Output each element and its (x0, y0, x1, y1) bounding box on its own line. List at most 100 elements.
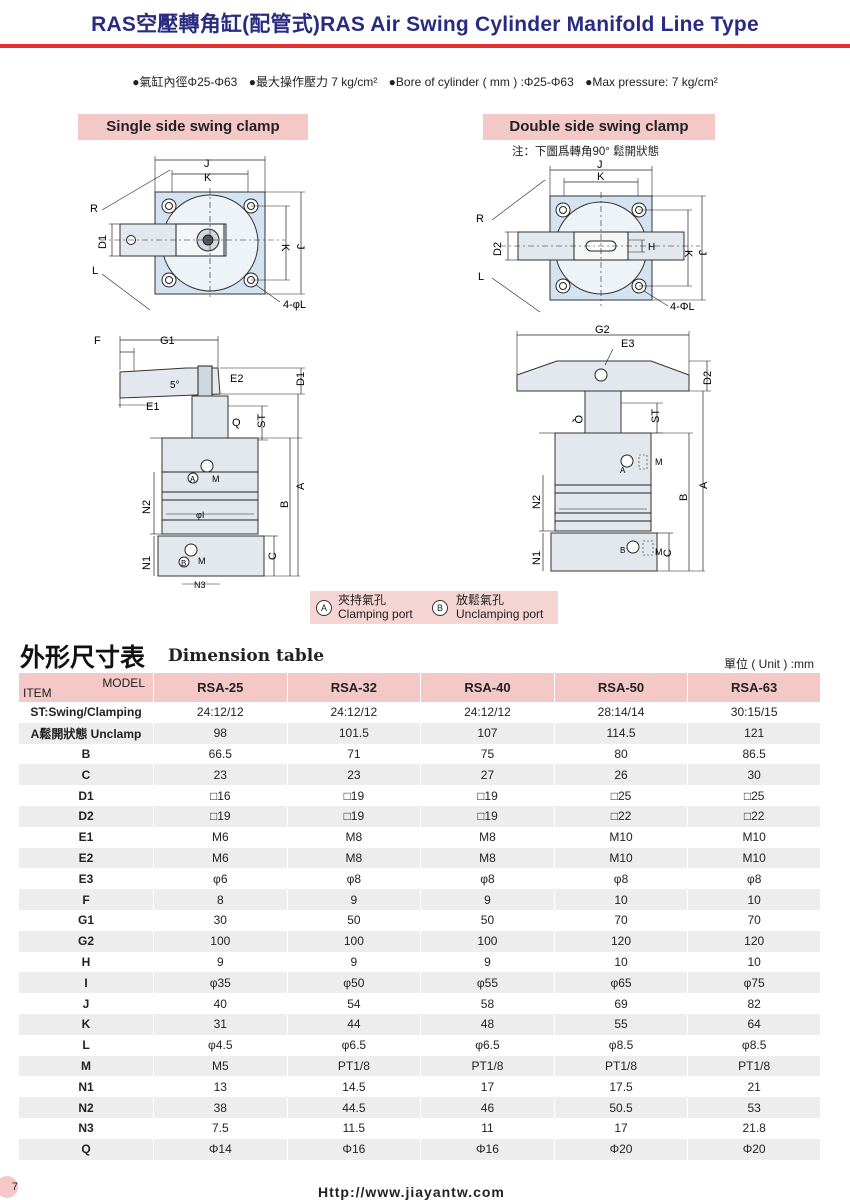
table-cell: 10 (553, 951, 688, 973)
dim-d1-label: D1 (97, 235, 109, 249)
model-column-header: RSA-63 (687, 673, 820, 702)
table-cell: φ8 (286, 868, 421, 890)
table-cell: PT1/8 (286, 1055, 421, 1077)
table-cell: 98 (153, 722, 288, 744)
table-cell: 9 (420, 951, 555, 973)
table-cell: 70 (553, 909, 688, 931)
model-column-header: RSA-50 (553, 673, 688, 702)
row-item-label: A鬆開狀態 Unclamp (18, 722, 154, 744)
table-cell: 40 (153, 993, 288, 1014)
port-a-label: A (620, 466, 626, 475)
dim-b-label: B (279, 501, 291, 508)
unclamping-port-symbol: B (432, 600, 448, 616)
table-cell: M10 (553, 826, 688, 848)
row-item-label: N3 (18, 1117, 154, 1139)
dim-a-label: A (698, 481, 710, 489)
table-cell: 17 (420, 1076, 555, 1098)
table-cell: φ55 (420, 972, 555, 994)
table-cell: M10 (687, 847, 820, 869)
row-item-label: C (18, 764, 154, 786)
table-cell: □19 (420, 785, 555, 806)
row-item-label: D1 (18, 785, 154, 806)
dim-e1-label: E1 (146, 401, 159, 413)
port-m-label: M (655, 457, 663, 467)
dim-st-label: ST (650, 409, 662, 423)
unclamping-port-zh: 放鬆氣孔 (456, 593, 505, 607)
row-item-label: E3 (18, 868, 154, 890)
table-cell: φ75 (687, 972, 820, 994)
table-cell: Φ16 (286, 1138, 421, 1160)
dim-d2-label: D2 (702, 371, 714, 385)
website-url[interactable]: Http://www.jiayantw.com (318, 1184, 505, 1200)
table-cell: 71 (286, 743, 421, 765)
table-cell: 100 (420, 930, 555, 952)
unit-label: 單位 ( Unit ) :mm (724, 657, 814, 671)
table-cell: 10 (687, 951, 820, 973)
table-cell: 120 (553, 930, 688, 952)
table-cell: □25 (553, 785, 688, 806)
table-cell: 27 (420, 764, 555, 786)
port-m-label: M (212, 474, 220, 484)
table-cell: 9 (286, 951, 421, 973)
table-cell: 7.5 (153, 1117, 288, 1139)
double-side-view-drawing: G2 E3 D2 Q ST A B N2 C N1 A M B M (516, 325, 714, 572)
table-cell: 24:12/12 (153, 702, 288, 723)
dim-b-label: B (678, 494, 690, 501)
table-cell: 100 (153, 930, 288, 952)
table-cell: φ6 (153, 868, 288, 890)
table-cell: φ35 (153, 972, 288, 994)
table-cell: 17.5 (553, 1076, 688, 1098)
table-cell: φ65 (553, 972, 688, 994)
table-cell: φ8.5 (553, 1034, 688, 1056)
table-cell: 44.5 (286, 1097, 421, 1118)
table-cell: φ6.5 (420, 1034, 555, 1056)
table-cell: 114.5 (553, 722, 688, 744)
row-item-label: G1 (18, 909, 154, 931)
row-item-label: L (18, 1034, 154, 1056)
dim-d1-label: D1 (295, 372, 307, 386)
row-item-label: K (18, 1013, 154, 1035)
unclamping-port-text: 放鬆氣孔 Unclamping port (456, 593, 543, 621)
clamping-port-symbol: A (316, 600, 332, 616)
table-cell: 30:15/15 (687, 702, 820, 723)
table-cell: PT1/8 (553, 1055, 688, 1077)
table-cell: □25 (687, 785, 820, 806)
table-cell: □19 (420, 805, 555, 827)
table-cell: 69 (553, 993, 688, 1014)
single-top-view-drawing: J K R D1 L K J 4-φL (90, 156, 306, 311)
single-side-view-drawing: F G1 5° E2 E1 D1 Q ST B A N2 φI C N1 N3 … (94, 335, 307, 590)
item-header-label: ITEM (23, 686, 52, 700)
row-item-label: Q (18, 1138, 154, 1160)
dim-n1-label: N1 (531, 551, 543, 565)
dim-j-vert-label: J (696, 250, 708, 256)
row-item-label: N2 (18, 1097, 154, 1118)
model-column-header: RSA-32 (286, 673, 421, 702)
table-cell: □22 (553, 805, 688, 827)
double-clamp-note: 注：下圖爲轉角90° 鬆開狀態 (512, 146, 660, 158)
table-cell: 80 (553, 743, 688, 765)
port-legend: A 夾持氣孔 Clamping port B 放鬆氣孔 Unclamping p… (310, 591, 558, 624)
row-item-label: M (18, 1055, 154, 1077)
table-cell: 13 (153, 1076, 288, 1098)
dim-a-label: A (295, 482, 307, 490)
model-column-header: RSA-25 (153, 673, 288, 702)
table-cell: 26 (553, 764, 688, 786)
table-cell: □16 (153, 785, 288, 806)
table-cell: 66.5 (153, 743, 288, 765)
table-cell: 38 (153, 1097, 288, 1118)
table-cell: 48 (420, 1013, 555, 1035)
table-cell: 10 (553, 889, 688, 910)
table-cell: 23 (286, 764, 421, 786)
table-cell: 24:12/12 (420, 702, 555, 723)
table-cell: 100 (286, 930, 421, 952)
table-cell: φ8 (420, 868, 555, 890)
table-cell: 11.5 (286, 1117, 421, 1139)
clamping-port-text: 夾持氣孔 Clamping port (338, 593, 413, 621)
spec-bore-en: ●Bore of cylinder ( mm ) :Φ25-Φ63 (388, 75, 574, 89)
